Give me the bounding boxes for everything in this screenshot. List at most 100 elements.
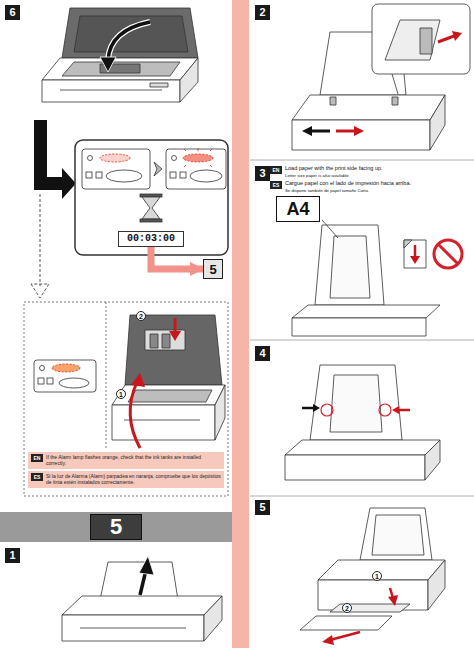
step-number: 2	[255, 5, 270, 20]
operation-panel	[183, 154, 213, 162]
node-text: If the Alarm lamp flashes orange, check …	[46, 454, 221, 467]
printer-drawing	[292, 220, 440, 336]
note-band: If the Alarm lamp flashes orange, check …	[28, 452, 224, 469]
node-text: A4	[286, 200, 309, 218]
node-text: 6	[9, 7, 15, 18]
flow-arrow	[62, 168, 76, 199]
alarm-lamp	[52, 364, 80, 372]
printer-drawing	[285, 455, 425, 480]
guide-arrow	[452, 31, 462, 41]
callout-number: 1	[372, 571, 382, 581]
page-ground	[250, 160, 474, 161]
instruction-text: Cargue papel con el lado de impresión ha…	[285, 180, 411, 187]
step-number: 6	[5, 5, 20, 20]
language-tag: EN	[270, 166, 282, 174]
open-arrow	[322, 588, 398, 645]
operation-panel	[75, 140, 228, 255]
printer-drawing	[321, 404, 333, 416]
open-arrow	[169, 331, 181, 341]
callout-number: 2	[136, 311, 146, 321]
flow-arrow	[151, 247, 203, 269]
node-text: Si la luz de Alarma (Alarm) parpadea en …	[46, 473, 221, 486]
direction-icon	[410, 256, 420, 264]
alarm-lamp	[34, 360, 96, 392]
alarm-panel	[24, 302, 228, 496]
printer-drawing	[430, 95, 445, 150]
printer-drawing	[372, 4, 470, 74]
operation-panel	[140, 194, 162, 197]
node-text: 5	[110, 516, 122, 538]
step-number: 3	[255, 166, 270, 181]
language-tag: ES	[31, 473, 43, 481]
guide-arrow	[302, 404, 410, 414]
instruction-text: Letter size paper is also available.	[285, 173, 350, 178]
printer-drawing	[42, 80, 180, 102]
page-ground	[250, 340, 474, 341]
step-number: 4	[255, 346, 270, 361]
open-arrow	[131, 373, 145, 387]
flow-arrow	[31, 120, 76, 298]
printer-drawing	[145, 330, 185, 350]
operation-panel	[210, 165, 212, 167]
guide-arrow	[438, 36, 454, 42]
note-band: Si la luz de Alarma (Alarm) parpadea en …	[28, 471, 224, 488]
printer-drawing	[62, 596, 222, 615]
page-ground	[232, 0, 249, 648]
pull-arrow	[139, 556, 154, 595]
node-text: ES	[273, 183, 280, 188]
guide-arrow	[336, 130, 356, 133]
printer-drawing	[330, 375, 382, 432]
open-arrow	[130, 382, 140, 448]
close-arrow	[100, 57, 116, 72]
alarm-lamp	[40, 366, 45, 371]
printer-drawing	[204, 596, 222, 641]
printer-drawing	[62, 62, 180, 76]
operation-panel	[100, 154, 130, 162]
operation-panel	[154, 162, 162, 176]
printer-drawing	[42, 58, 198, 80]
printer-drawing	[315, 225, 384, 305]
operation-panel	[75, 140, 228, 255]
operation-panel	[172, 156, 177, 161]
node-text: 00:03:00	[127, 234, 175, 244]
printer-drawing	[420, 28, 432, 54]
printer-drawing	[42, 8, 198, 102]
printer-drawing	[62, 615, 204, 641]
printer-drawing	[285, 440, 440, 455]
printer-drawing	[285, 365, 440, 480]
instruction-text: Se dispone también de papel tamaño Carta…	[285, 188, 369, 193]
printer-drawing	[292, 318, 426, 336]
alarm-lamp	[38, 378, 44, 384]
node-text: ES	[34, 475, 41, 480]
printer-drawing	[292, 95, 445, 120]
instruction-text: Load paper with the print side facing up…	[285, 165, 383, 172]
operation-panel	[180, 172, 186, 178]
printer-drawing	[150, 334, 158, 348]
direction-icon	[434, 240, 462, 268]
operation-panel	[210, 149, 212, 151]
printer-drawing	[404, 240, 412, 248]
printer-drawing	[310, 365, 402, 440]
printer-drawing	[292, 120, 430, 150]
flow-arrow	[40, 194, 41, 286]
alarm-lamp	[59, 378, 89, 388]
printer-drawing	[330, 604, 410, 612]
step-number: 5	[255, 500, 270, 515]
printer-drawing	[162, 334, 170, 348]
operation-panel	[82, 149, 150, 189]
printer-drawing	[330, 97, 336, 105]
guide-arrow	[302, 126, 312, 136]
printer-drawing	[318, 560, 445, 580]
operation-panel	[184, 149, 186, 151]
printer-drawing	[62, 8, 198, 58]
operation-panel	[140, 219, 162, 222]
pull-arrow	[139, 556, 154, 575]
printer-drawing	[112, 315, 225, 440]
step-reference: 5	[203, 259, 223, 279]
printer-drawing	[330, 236, 370, 298]
printer-drawing	[100, 562, 178, 600]
printer-drawing	[392, 74, 398, 94]
printer-drawing	[404, 240, 426, 268]
